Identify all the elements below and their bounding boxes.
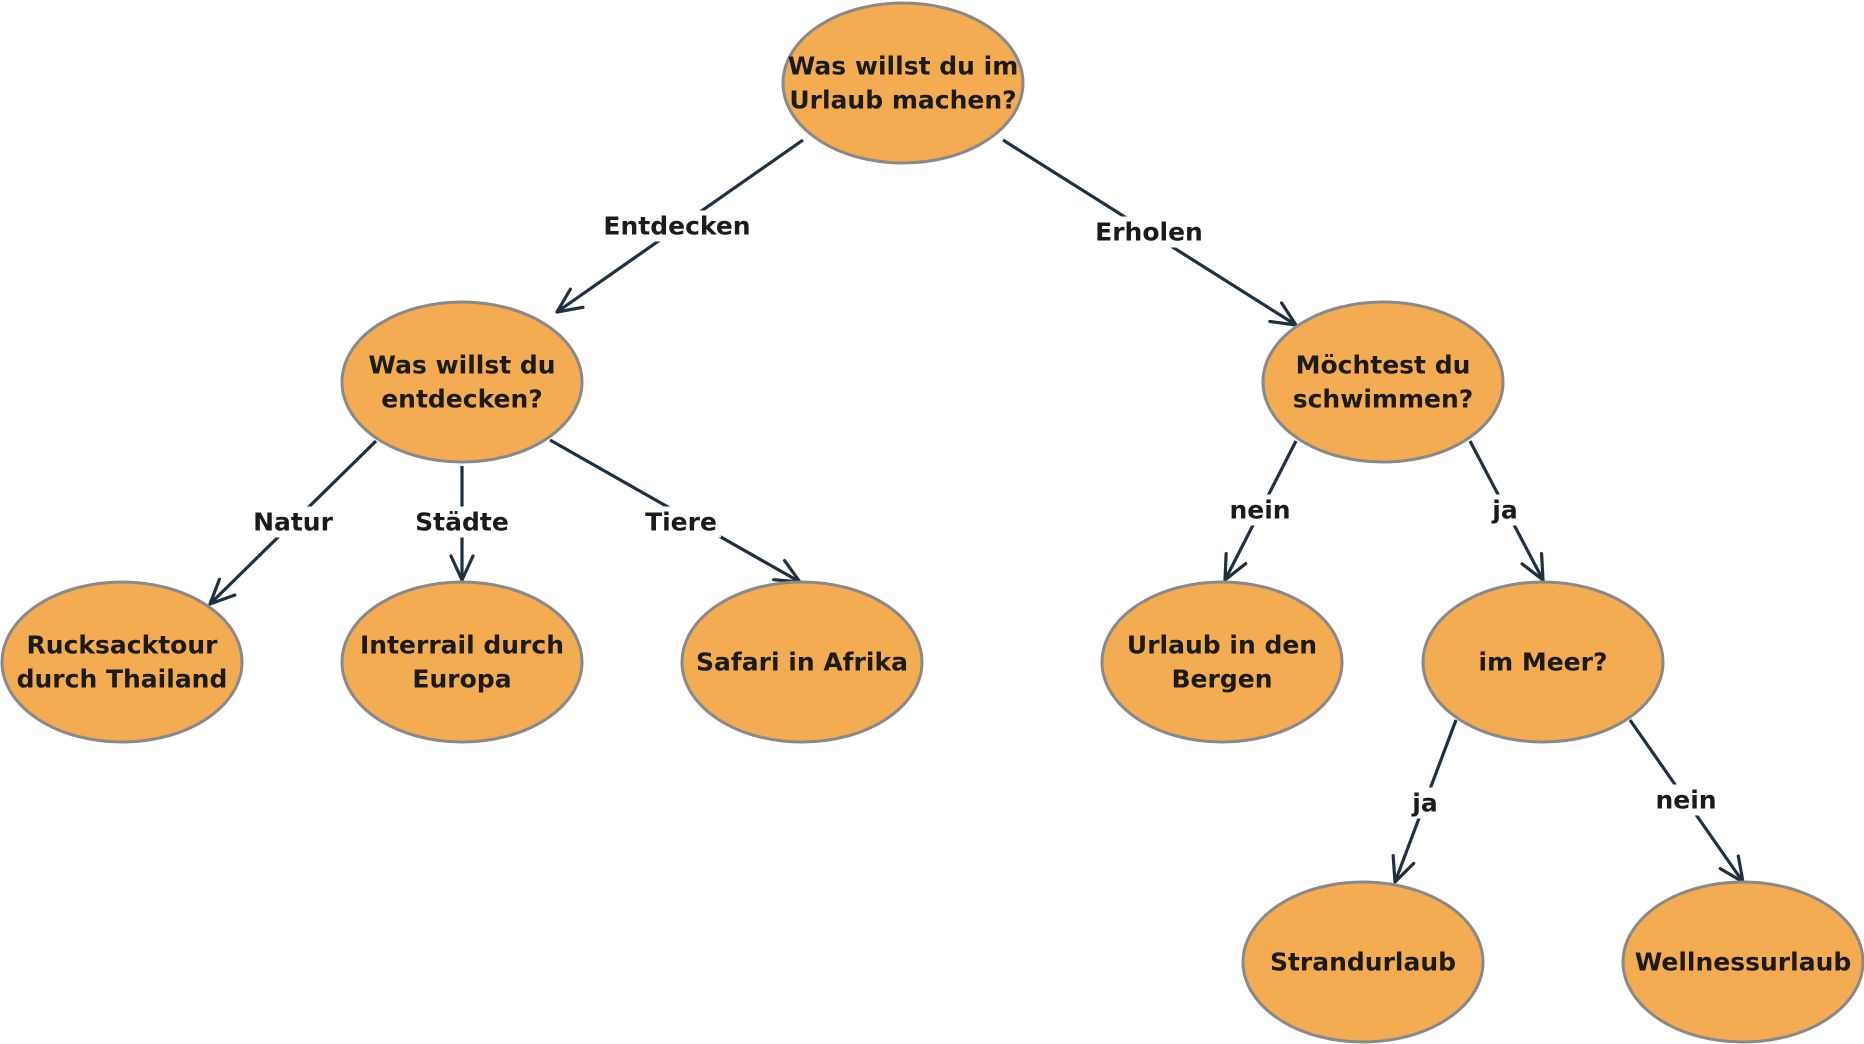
- arrowhead: [1223, 552, 1248, 582]
- node-label-line: Wellnessurlaub: [1635, 948, 1852, 977]
- node-label-line: Möchtest du: [1296, 351, 1471, 380]
- node-safari: Safari in Afrika: [680, 580, 924, 744]
- node-ellipse: [1241, 880, 1485, 1044]
- node-ellipse: [781, 1, 1025, 165]
- arrowhead: [772, 558, 802, 584]
- edge-label-background: [641, 506, 721, 538]
- node-ellipse: [1421, 580, 1665, 744]
- node-ellipse: [1100, 580, 1344, 744]
- node-label-line: Strandurlaub: [1270, 948, 1456, 977]
- node-label-line: Bergen: [1172, 665, 1273, 694]
- node-label-line: Rucksacktour: [27, 631, 219, 660]
- node-label-line: Safari in Afrika: [696, 648, 908, 677]
- edge-label: nein: [1655, 786, 1716, 815]
- node-beach: Strandurlaub: [1241, 880, 1485, 1044]
- edge-swim-sea: ja: [1468, 440, 1545, 582]
- node-label-line: Europa: [412, 665, 511, 694]
- node-ellipse: [680, 580, 924, 744]
- node-ellipse: [340, 300, 584, 464]
- edge-label: Natur: [253, 508, 334, 537]
- node-ellipse: [340, 580, 584, 744]
- edge-sea-wellness: nein: [1628, 719, 1745, 884]
- node-label-line: Was willst du: [368, 351, 555, 380]
- node-label-line: schwimmen?: [1293, 385, 1474, 414]
- arrowhead: [1268, 301, 1298, 327]
- edge-label-background: [599, 210, 755, 242]
- edge-label: Tiere: [645, 508, 717, 537]
- edge-discover-thailand: Natur: [208, 439, 378, 606]
- arrowhead: [1391, 854, 1416, 884]
- edge-label: ja: [1491, 496, 1517, 525]
- edge-root-discover: Entdecken: [555, 138, 804, 314]
- node-ellipse: [0, 580, 244, 744]
- node-label-line: Urlaub machen?: [789, 86, 1016, 115]
- edge-label: Entdecken: [603, 212, 750, 241]
- node-swim: Möchtest du schwimmen?: [1261, 300, 1505, 464]
- arrowhead: [1520, 552, 1545, 582]
- node-thailand: Rucksacktour durch Thailand: [0, 580, 244, 744]
- node-ellipse: [1621, 880, 1864, 1044]
- edge-label: Städte: [415, 508, 509, 537]
- edge-label: nein: [1229, 496, 1290, 525]
- node-ellipse: [1261, 300, 1505, 464]
- node-label-line: Was willst du im: [788, 52, 1019, 81]
- edge-label: ja: [1411, 789, 1437, 818]
- node-sea: im Meer?: [1421, 580, 1665, 744]
- arrowhead: [208, 577, 237, 606]
- node-label-line: durch Thailand: [17, 665, 228, 694]
- edge-label-background: [1225, 494, 1295, 526]
- node-discover: Was willst du entdecken?: [340, 300, 584, 464]
- edge-label-background: [1651, 784, 1721, 816]
- edge-discover-safari: Tiere: [549, 438, 802, 584]
- node-root: Was willst du im Urlaub machen?: [781, 1, 1025, 165]
- arrowhead: [449, 554, 475, 582]
- edge-label-background: [1407, 787, 1442, 819]
- node-label-line: Interrail durch: [360, 631, 564, 660]
- node-label-line: im Meer?: [1479, 648, 1608, 677]
- edge-label-background: [411, 506, 513, 538]
- node-label-line: Urlaub in den: [1127, 631, 1317, 660]
- node-label-line: entdecken?: [381, 385, 543, 414]
- edge-label-background: [249, 506, 338, 538]
- edge-discover-europe: Städte: [411, 466, 513, 582]
- edge-sea-beach: ja: [1391, 719, 1458, 884]
- edge-label: Erholen: [1095, 218, 1203, 247]
- edge-root-swim: Erholen: [1002, 138, 1298, 327]
- edge-label-background: [1487, 494, 1522, 526]
- node-wellness: Wellnessurlaub: [1621, 880, 1864, 1044]
- arrowhead: [555, 287, 585, 314]
- edge-label-background: [1091, 216, 1207, 248]
- edge-swim-mountains: nein: [1223, 440, 1298, 582]
